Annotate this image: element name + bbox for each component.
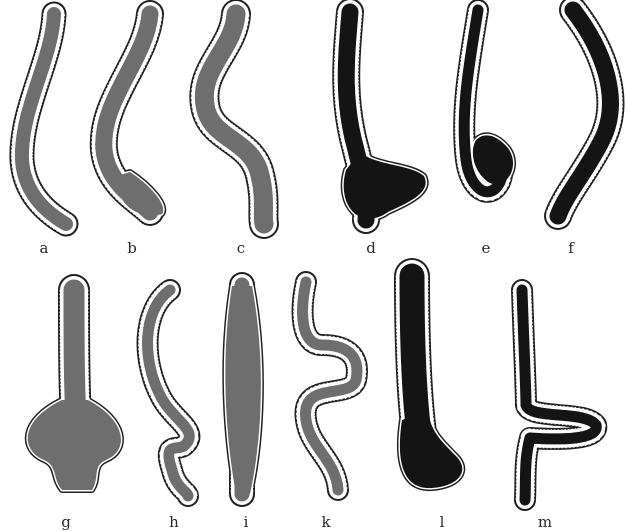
tube-b xyxy=(104,14,163,215)
tube-f xyxy=(558,10,610,216)
label-k: k xyxy=(321,513,331,531)
tube-d xyxy=(344,12,426,220)
label-b: b xyxy=(127,239,137,257)
tube-m xyxy=(522,290,596,500)
tube-e xyxy=(464,10,513,192)
tube-g xyxy=(28,290,121,490)
tube-g-lumen xyxy=(74,290,76,420)
tube-h xyxy=(148,290,190,496)
label-i: i xyxy=(244,513,249,531)
label-g: g xyxy=(61,513,71,531)
label-e: e xyxy=(482,239,491,257)
label-c: c xyxy=(237,239,245,257)
label-a: a xyxy=(40,239,49,257)
tube-k xyxy=(303,282,357,490)
label-h: h xyxy=(169,513,179,531)
shapes-layer xyxy=(22,10,611,500)
label-l: l xyxy=(440,513,445,531)
tube-c xyxy=(204,14,264,224)
label-m: m xyxy=(538,513,552,531)
label-f: f xyxy=(568,239,575,257)
tube-l xyxy=(400,276,462,488)
tube-a xyxy=(22,14,66,224)
tube-i xyxy=(225,285,261,494)
tube-l-lumen xyxy=(412,276,420,440)
label-d: d xyxy=(366,239,376,257)
tube-f-lumen xyxy=(558,10,610,216)
